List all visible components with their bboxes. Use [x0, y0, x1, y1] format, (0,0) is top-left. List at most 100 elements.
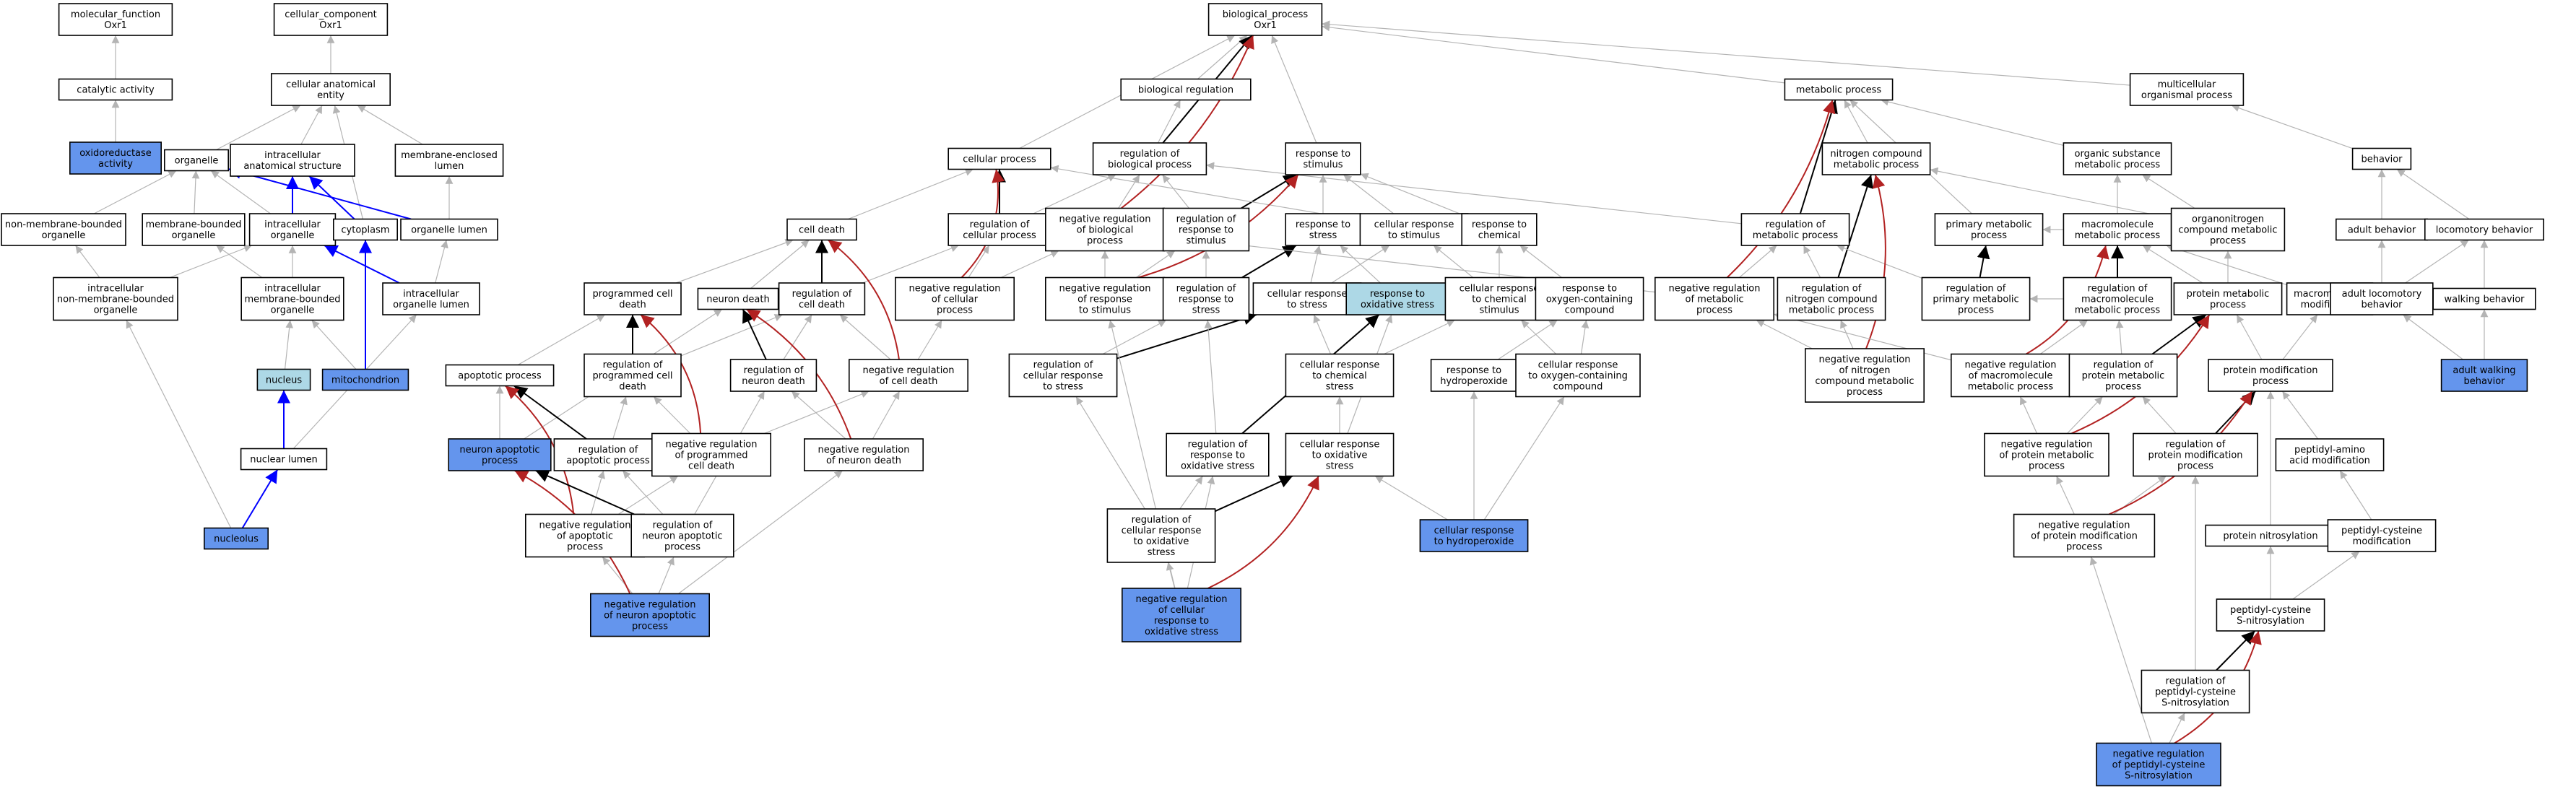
term-node-behavior[interactable]: behavior: [2351, 147, 2412, 170]
term-node-nucleus[interactable]: nucleus: [256, 368, 311, 391]
term-node-nucleolus[interactable]: nucleolus: [203, 527, 269, 550]
term-node-catalytic[interactable]: catalytic activity: [58, 78, 173, 101]
term-node-reg-pep-cys[interactable]: regulation ofpeptidyl-cysteineS-nitrosyl…: [2141, 669, 2250, 714]
term-node-walking[interactable]: walking behavior: [2432, 287, 2536, 310]
term-box: [2129, 73, 2245, 106]
term-node-apoptotic[interactable]: apoptotic process: [445, 364, 555, 387]
term-node-mito[interactable]: mitochondrion: [321, 368, 409, 391]
term-box: [2216, 598, 2325, 632]
term-node-intra-nonmem[interactable]: intracellularnon-membrane-boundedorganel…: [53, 276, 178, 321]
term-node-neuron-death[interactable]: neuron death: [697, 287, 779, 310]
term-label-line: to stress: [1043, 382, 1083, 393]
term-node-bioreg[interactable]: biological regulation: [1120, 78, 1252, 101]
term-label-line: metabolic process: [2075, 160, 2161, 170]
term-label-line: process: [2210, 300, 2246, 310]
term-node-cytoplasm[interactable]: cytoplasm: [332, 218, 398, 241]
term-node-cellproc[interactable]: cellular process: [947, 147, 1051, 170]
term-node-prot-nitros[interactable]: protein nitrosylation: [2205, 524, 2336, 547]
term-node-cell-death[interactable]: cell death: [786, 218, 857, 241]
term-node-organelle[interactable]: organelle: [164, 149, 230, 172]
term-node-metab[interactable]: metabolic process: [1784, 78, 1894, 101]
term-node-org-lumen[interactable]: organelle lumen: [400, 218, 498, 241]
term-label-line: stimulus: [1479, 305, 1519, 316]
term-node-nuc-lumen[interactable]: nuclear lumen: [240, 448, 328, 471]
term-node-adult-beh[interactable]: adult behavior: [2336, 218, 2429, 241]
term-node-loco-beh[interactable]: locomotory behavior: [2424, 218, 2545, 241]
term-label-line: stress: [1326, 461, 1354, 472]
